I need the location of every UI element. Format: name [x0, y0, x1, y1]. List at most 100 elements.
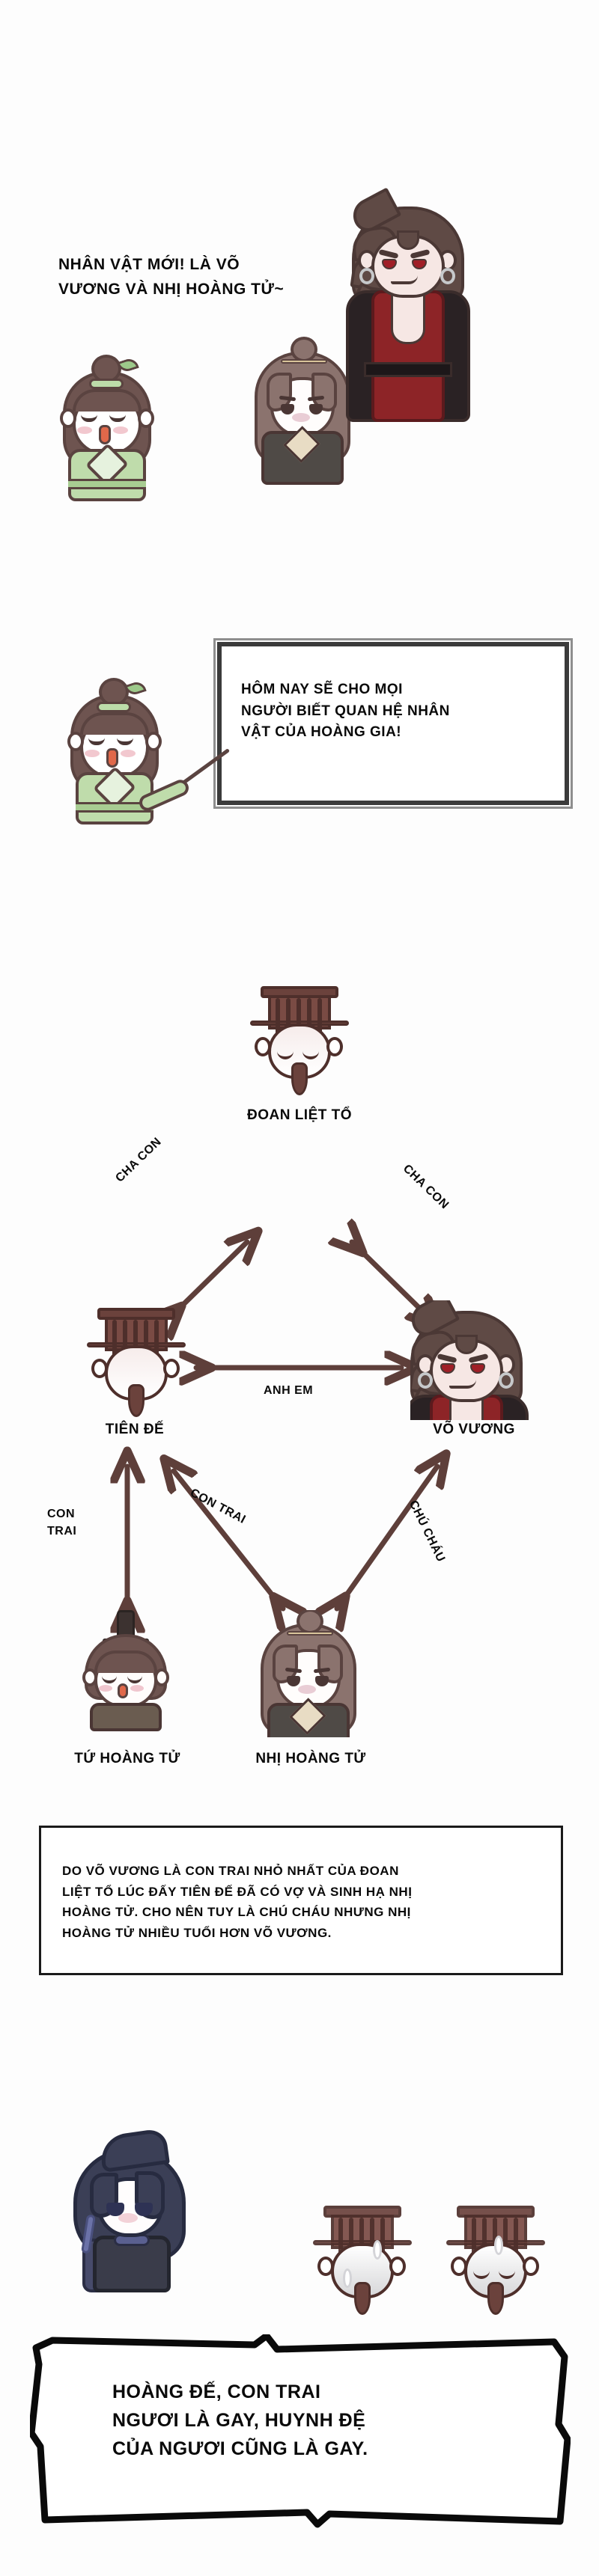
character-navy-armored	[73, 2127, 193, 2306]
node-tien-de	[87, 1308, 186, 1420]
eye-left	[287, 1676, 300, 1686]
eye-right-red	[470, 1363, 485, 1374]
eye-right-closed	[499, 2270, 515, 2279]
edge-vovuong-doanlietto	[352, 1242, 428, 1317]
blush-left	[77, 426, 92, 434]
eye-left-red	[440, 1363, 455, 1374]
note-line3: HOÀNG TỬ. CHO NÊN TUY LÀ CHÚ CHÁU NHƯNG …	[62, 1905, 411, 1920]
character-scholar-narrator	[58, 355, 156, 509]
eye-left	[106, 2203, 124, 2216]
beard	[291, 1062, 308, 1095]
earring-right-icon	[440, 268, 455, 284]
robe	[90, 1703, 162, 1731]
widows-peak	[455, 1335, 478, 1354]
ear-right	[523, 2257, 539, 2276]
note-text: DO VÕ VƯƠNG LÀ CON TRAI NHỎ NHẤT CỦA ĐOA…	[62, 1861, 541, 1943]
edge-tiende-doanlietto	[171, 1242, 247, 1317]
hair-bun	[291, 337, 317, 362]
widows-peak	[397, 230, 419, 250]
ear-left	[451, 2257, 467, 2276]
smirk-mouth	[391, 275, 418, 284]
headband	[97, 702, 131, 712]
edge-nhihoangtu-vovuong	[337, 1466, 437, 1609]
eye-left-closed	[102, 1676, 117, 1683]
board-text: HÔM NAY SẼ CHO MỌI NGƯỜI BIẾT QUAN HỆ NH…	[241, 679, 556, 744]
board-line3: VẬT CỦA HOÀNG GIA!	[241, 724, 402, 740]
bangs-right	[311, 373, 337, 412]
crown-bead-1	[276, 998, 280, 1053]
blush	[298, 1685, 316, 1694]
blush	[118, 2213, 138, 2223]
robe-sash	[68, 479, 146, 489]
character-scholar-presenter	[66, 678, 192, 832]
ear-right	[389, 2257, 406, 2276]
ear-left	[91, 1359, 108, 1378]
crown-bead-5	[154, 1320, 159, 1375]
crown-bead-5	[514, 2218, 518, 2273]
ear-right	[154, 1668, 169, 1686]
smirk-mouth	[449, 1380, 476, 1389]
eye-left-closed	[277, 1050, 294, 1059]
edge-nhihoangtu-tiende	[174, 1471, 283, 1609]
ear-left	[60, 409, 76, 428]
eye-right-closed	[117, 738, 133, 745]
edge-label-con-trai-vertical: CON TRAI	[47, 1505, 76, 1540]
eye-right-closed	[302, 1050, 319, 1059]
blush-right	[121, 750, 136, 757]
robe-sash	[76, 802, 153, 813]
ear-right	[138, 409, 154, 428]
ear-left	[67, 732, 84, 751]
node-label-doan-liet-to: ĐOAN LIỆT TỔ	[246, 1107, 353, 1123]
tear-drop-icon	[494, 2236, 503, 2255]
eye-left-red	[382, 259, 397, 269]
final-speech-box: HOÀNG ĐẾ, CON TRAI NGƯƠI LÀ GAY, HUYNH Đ…	[28, 2332, 571, 2529]
bangs	[94, 1650, 157, 1673]
crown-bead-1	[112, 1320, 117, 1375]
ear-left	[255, 1037, 271, 1056]
node-doan-liet-to	[250, 986, 349, 1098]
beard	[128, 1384, 145, 1417]
blush-right	[113, 426, 128, 434]
final-line2: NGƯƠI LÀ GAY, HUYNH ĐỆ	[112, 2410, 366, 2431]
blush-right	[130, 1685, 144, 1692]
bangs-left	[273, 1645, 298, 1683]
node-label-tien-de: TIÊN ĐẾ	[105, 1422, 165, 1437]
armor-body	[93, 2236, 171, 2292]
ear-right	[145, 732, 162, 751]
crown-bead-1	[338, 2218, 343, 2273]
ear-right	[163, 1359, 180, 1378]
eye-left-closed	[81, 414, 97, 422]
panel1-caption-line2: VƯƠNG VÀ NHỊ HOÀNG TỬ~	[58, 280, 285, 298]
bangs-left	[90, 2173, 118, 2218]
ear-left	[82, 1668, 97, 1686]
eye-right-closed	[127, 1676, 142, 1683]
eye-right	[315, 1676, 329, 1686]
earring-left-icon	[359, 268, 374, 284]
ear-left	[317, 2257, 334, 2276]
beard	[487, 2282, 504, 2315]
open-mouth	[118, 1683, 128, 1698]
board-line1: HÔM NAY SẼ CHO MỌI	[241, 682, 403, 697]
character-pale-emperor-left	[313, 2206, 412, 2318]
eye-right	[309, 404, 323, 414]
belt	[364, 362, 452, 377]
edge-label-con-trai-line1: CON	[47, 1508, 76, 1520]
node-tu-hoang-tu	[81, 1610, 171, 1734]
eye-right-red	[412, 259, 427, 269]
presentation-board: HÔM NAY SẼ CHO MỌI NGƯỜI BIẾT QUAN HỆ NH…	[213, 638, 573, 809]
open-mouth	[99, 425, 111, 444]
node-label-vo-vuong: VÕ VƯƠNG	[433, 1422, 515, 1437]
blush-left	[85, 750, 100, 757]
crown-bead-1	[472, 2218, 476, 2273]
note-line2: LIỆT TỔ LÚC ĐẤY TIÊN ĐẾ ĐÃ CÓ VỢ VÀ SINH…	[62, 1884, 413, 1899]
character-nhi-hoang-tu	[255, 337, 352, 495]
bare-chest	[391, 289, 425, 344]
earring-left-icon	[418, 1372, 433, 1389]
hair-bun	[91, 355, 121, 383]
hairpin	[281, 359, 327, 364]
open-mouth	[106, 748, 118, 768]
final-box-frame	[28, 2332, 571, 2528]
blush	[292, 413, 310, 422]
bangs	[73, 389, 142, 412]
hairpin	[287, 1631, 333, 1636]
